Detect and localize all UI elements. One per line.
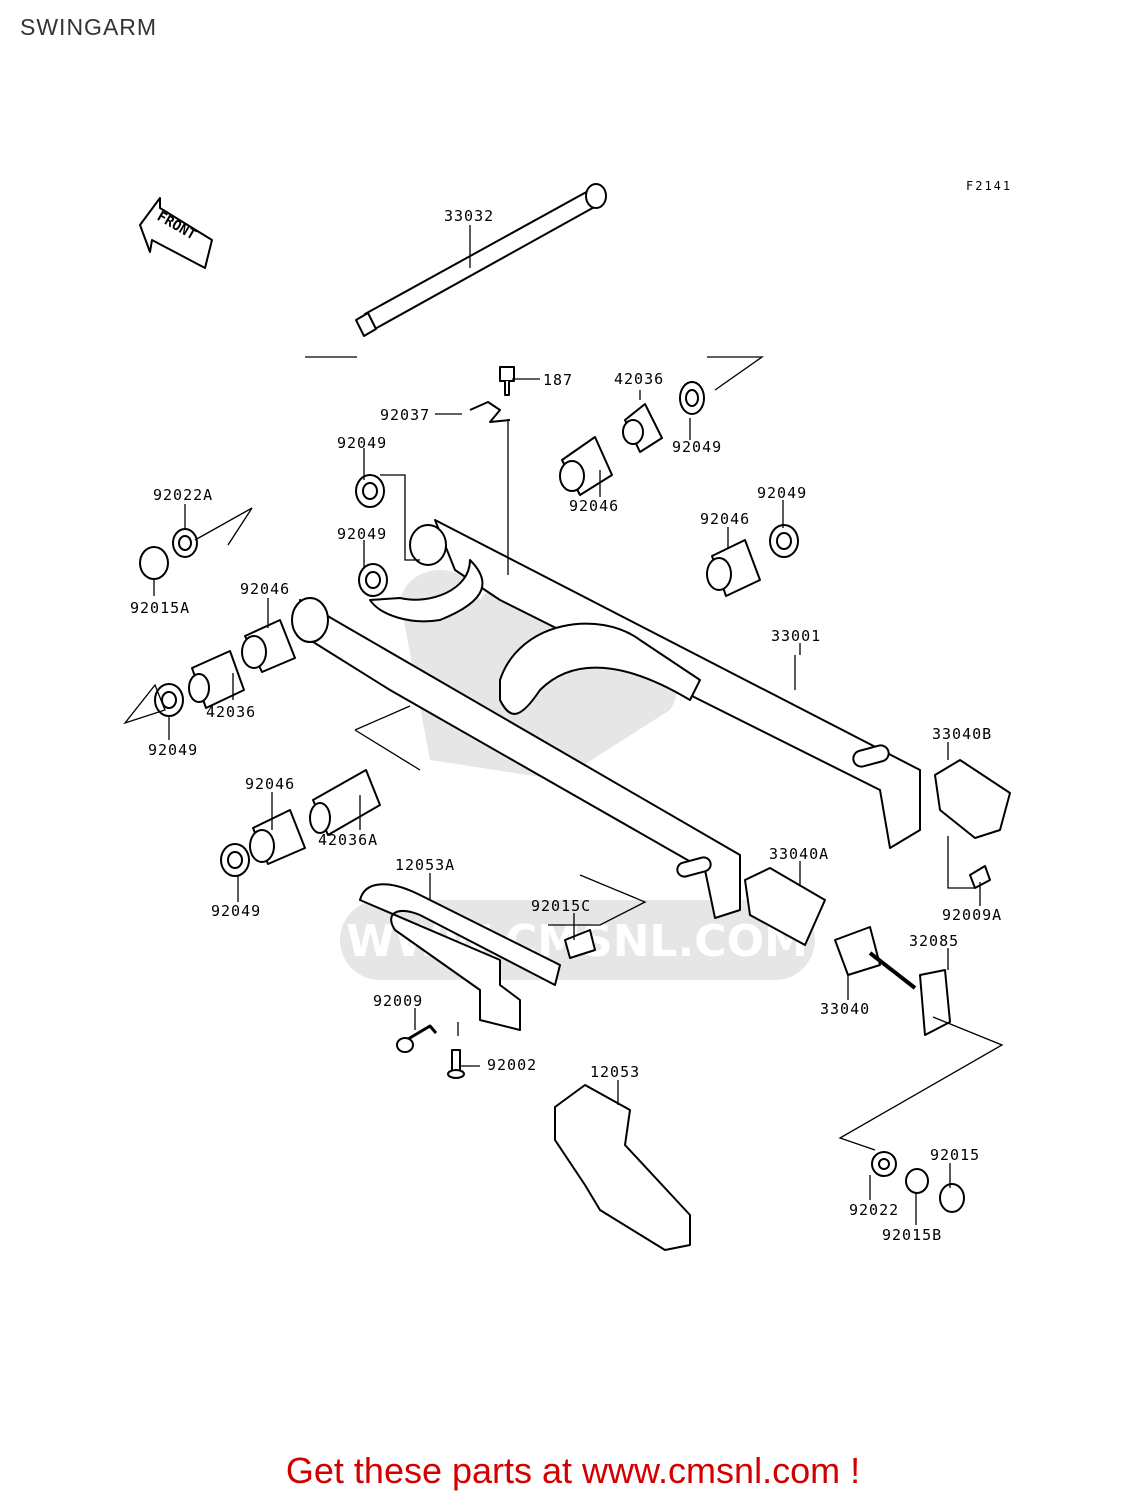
callout-92037: 92037	[380, 406, 430, 424]
callout-92015B: 92015B	[882, 1226, 942, 1244]
callout-92049-a: 92049	[337, 434, 387, 452]
callout-92049-e: 92049	[148, 741, 198, 759]
callout-92015A: 92015A	[130, 599, 190, 617]
callout-33040B: 33040B	[932, 725, 992, 743]
callout-92009: 92009	[373, 992, 423, 1010]
front-arrow-icon: FRONT	[139, 197, 213, 269]
footer-link[interactable]: Get these parts at www.cmsnl.com !	[285, 1450, 861, 1491]
swingarm-parts-diagram: WWW.CMSNL.COM F2141 FRONT	[123, 179, 1012, 1251]
chain-adjusters	[744, 759, 1011, 1036]
callout-42036A: 42036A	[318, 831, 378, 849]
chain-cover	[554, 1084, 691, 1251]
callout-92046-b: 92046	[700, 510, 750, 528]
callout-92049-b: 92049	[672, 438, 722, 456]
callout-187: 187	[543, 371, 573, 389]
pivot-shaft	[355, 183, 607, 337]
callout-33040A: 33040A	[769, 845, 829, 863]
axle-hardware	[871, 1151, 965, 1213]
callout-32085: 32085	[909, 932, 959, 950]
callout-92015C: 92015C	[531, 897, 591, 915]
callout-12053: 12053	[590, 1063, 640, 1081]
callout-92022A: 92022A	[153, 486, 213, 504]
leader-lines	[153, 378, 981, 1225]
callout-92002: 92002	[487, 1056, 537, 1074]
callout-33040: 33040	[820, 1000, 870, 1018]
callout-92049-f: 92049	[211, 902, 261, 920]
page-title: SWINGARM	[20, 14, 158, 40]
bushing-left	[139, 528, 381, 877]
callout-92049-c: 92049	[757, 484, 807, 502]
callout-92022: 92022	[849, 1201, 899, 1219]
callout-92046-d: 92046	[245, 775, 295, 793]
callout-42036-top: 42036	[614, 370, 664, 388]
callout-92015: 92015	[930, 1146, 980, 1164]
bushing-upper	[355, 366, 799, 597]
callout-12053A: 12053A	[395, 856, 455, 874]
callout-33001: 33001	[771, 627, 821, 645]
callout-92046-a: 92046	[569, 497, 619, 515]
callout-42036-left: 42036	[206, 703, 256, 721]
callout-92046-c: 92046	[240, 580, 290, 598]
swingarm-main	[291, 519, 921, 919]
callout-33032: 33032	[444, 207, 494, 225]
callout-92049-d: 92049	[337, 525, 387, 543]
figure-code: F2141	[966, 179, 1012, 193]
callout-92009A: 92009A	[942, 906, 1002, 924]
chain-guide	[359, 883, 596, 1079]
